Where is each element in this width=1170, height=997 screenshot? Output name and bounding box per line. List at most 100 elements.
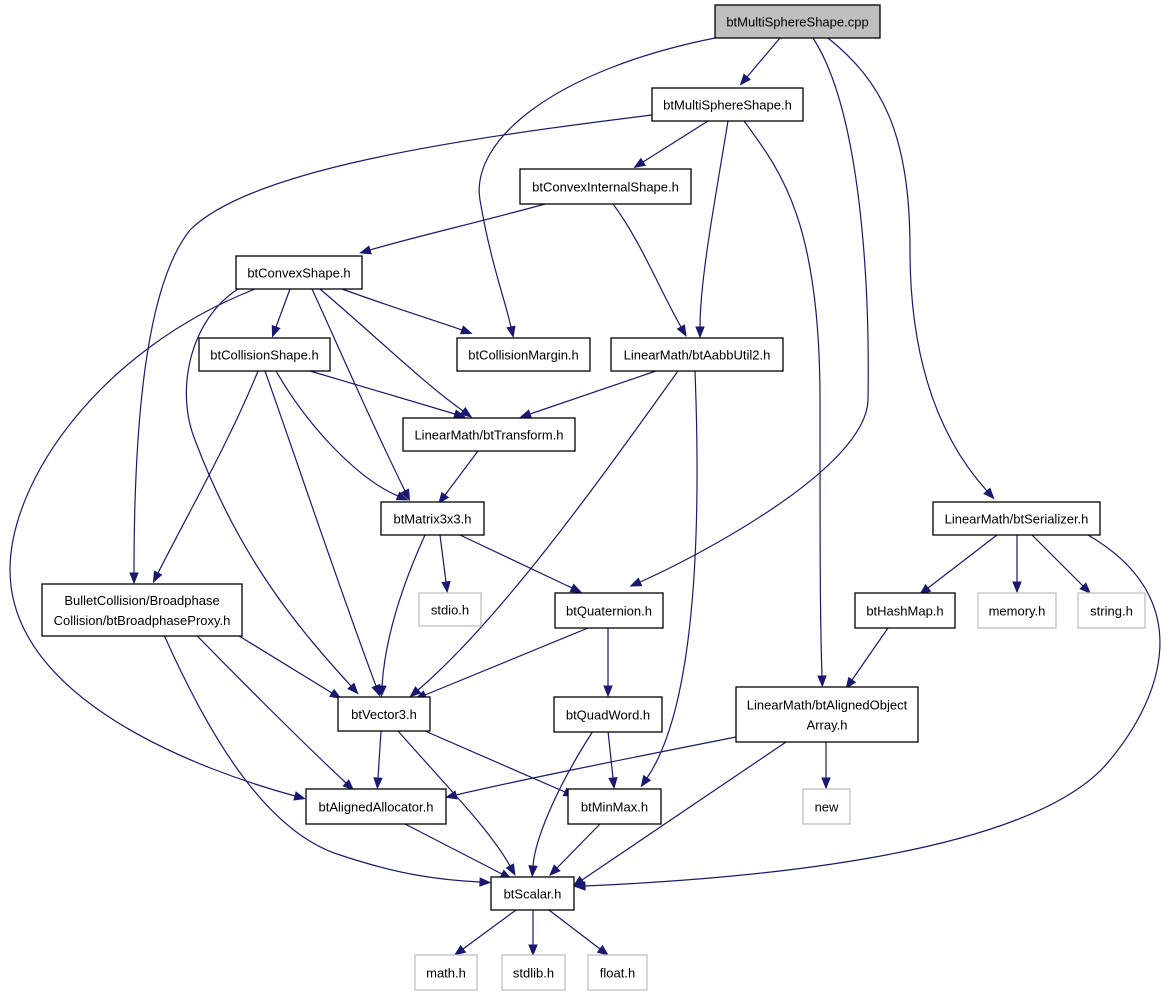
edge-arrowhead xyxy=(453,944,467,956)
edge-msh-to-aabb xyxy=(695,120,729,339)
node-cm[interactable]: btCollisionMargin.h xyxy=(456,337,591,372)
edge-quat-to-v3 xyxy=(414,627,589,700)
node-cs[interactable]: btConvexShape.h xyxy=(235,255,363,290)
node-v3[interactable]: btVector3.h xyxy=(337,696,431,732)
node-qw[interactable]: btQuadWord.h xyxy=(553,696,663,733)
edge-aabb-to-mm xyxy=(640,370,698,788)
node-aa[interactable]: btAlignedAllocator.h xyxy=(305,788,447,825)
edge-root-to-msh xyxy=(739,37,781,86)
edge-line xyxy=(275,370,399,497)
edge-m33-to-v3 xyxy=(377,534,426,698)
node-box xyxy=(553,696,663,733)
node-cis[interactable]: btConvexInternalShape.h xyxy=(519,168,692,205)
edge-cs-to-tr xyxy=(319,288,473,418)
node-label: btConvexInternalShape.h xyxy=(532,180,679,195)
node-label: btQuadWord.h xyxy=(566,708,650,723)
node-box xyxy=(235,255,363,290)
node-col[interactable]: btCollisionShape.h xyxy=(198,337,331,372)
node-label: float.h xyxy=(600,966,635,981)
node-tr[interactable]: LinearMath/btTransform.h xyxy=(402,417,576,452)
edge-bp-to-aa xyxy=(173,611,355,791)
edge-arrowhead xyxy=(459,406,473,418)
edge-aoa-to-aa xyxy=(444,736,737,800)
node-mm[interactable]: btMinMax.h xyxy=(567,788,662,825)
edge-aa-to-sc xyxy=(404,823,513,880)
edge-arrowhead xyxy=(347,682,359,695)
edge-arrowhead xyxy=(441,580,451,594)
node-label: LinearMath/btTransform.h xyxy=(414,428,563,443)
edge-line xyxy=(377,730,382,779)
edge-line xyxy=(309,370,456,415)
node-label: string.h xyxy=(1090,604,1133,619)
edge-line xyxy=(444,450,479,496)
edge-aabb-to-tr xyxy=(519,370,657,419)
node-msh[interactable]: btMultiSphereShape.h xyxy=(651,87,804,122)
node-label: memory.h xyxy=(989,604,1046,619)
node-box xyxy=(414,954,478,991)
edge-arrowhead xyxy=(739,73,751,86)
edge-root-to-quat xyxy=(629,37,869,587)
edge-line xyxy=(9,288,296,797)
node-hm[interactable]: btHashMap.h xyxy=(854,592,956,629)
edge-col-to-m33 xyxy=(275,370,409,501)
edge-arrowhead xyxy=(400,488,411,502)
edge-col-to-bp xyxy=(152,370,259,584)
node-label: btMultiSphereShape.h xyxy=(663,98,792,113)
node-box xyxy=(714,4,881,39)
edge-arrowhead xyxy=(438,491,450,505)
node-label: btMinMax.h xyxy=(581,800,648,815)
edge-root-to-cm xyxy=(478,37,716,339)
node-sc[interactable]: btScalar.h xyxy=(490,876,575,911)
edge-arrowhead xyxy=(152,570,163,584)
edge-arrowhead xyxy=(608,777,618,790)
edge-tr-to-m33 xyxy=(438,450,479,505)
node-box xyxy=(337,696,431,732)
edge-line xyxy=(311,288,406,492)
edge-arrowhead xyxy=(695,326,705,339)
node-bp[interactable]: BulletCollision/BroadphaseCollision/btBr… xyxy=(41,583,243,637)
node-box xyxy=(735,686,919,743)
edge-arrowhead xyxy=(359,245,372,255)
edge-m33-to-stdio xyxy=(439,534,451,594)
node-label: LinearMath/btAlignedObject xyxy=(747,698,908,713)
node-label: new xyxy=(815,800,839,815)
edge-aoa-to-sc xyxy=(572,741,787,887)
node-quat[interactable]: btQuaternion.h xyxy=(554,592,664,629)
edge-line xyxy=(397,730,511,867)
node-label: Array.h xyxy=(807,718,848,733)
edge-line xyxy=(548,909,601,950)
node-root[interactable]: btMultiSphereShape.cpp xyxy=(714,4,881,39)
edge-line xyxy=(459,534,573,589)
node-box xyxy=(198,337,331,372)
node-box xyxy=(456,337,591,372)
edge-aoa-to-new xyxy=(821,742,831,790)
edge-line xyxy=(424,627,589,696)
node-ser[interactable]: LinearMath/btSerializer.h xyxy=(932,501,1101,536)
edge-v3-to-aa xyxy=(373,730,383,790)
node-stdio: stdio.h xyxy=(418,592,482,627)
edge-cis-to-cs xyxy=(359,203,546,255)
node-box xyxy=(651,87,804,122)
edge-bp-to-sc xyxy=(153,611,492,887)
edge-line xyxy=(584,534,1161,887)
edge-line xyxy=(532,730,594,867)
edge-arrowhead xyxy=(640,774,652,788)
edge-line xyxy=(455,736,737,796)
edge-arrowhead xyxy=(633,157,646,169)
edge-line xyxy=(851,627,889,681)
edge-line xyxy=(927,534,998,589)
node-label: btAlignedAllocator.h xyxy=(319,800,434,815)
node-aabb[interactable]: LinearMath/btAabbUtil2.h xyxy=(610,337,784,372)
edge-arrowhead xyxy=(329,688,342,699)
node-box xyxy=(41,583,243,637)
edge-ser-to-str xyxy=(1031,534,1092,595)
node-label: btConvexShape.h xyxy=(247,266,350,281)
node-m33[interactable]: btMatrix3x3.h xyxy=(380,501,485,536)
node-box xyxy=(402,417,576,452)
node-label: btCollisionShape.h xyxy=(210,348,318,363)
edge-line xyxy=(612,203,682,328)
edge-line xyxy=(424,730,566,793)
edge-line xyxy=(319,288,464,412)
node-label: stdlib.h xyxy=(513,966,554,981)
